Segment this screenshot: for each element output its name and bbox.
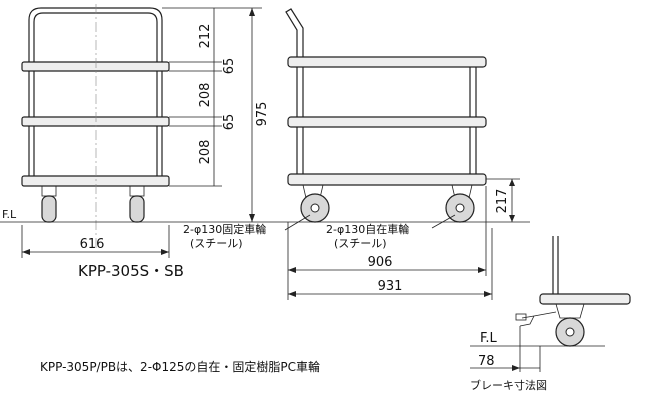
arrow-217-top bbox=[509, 179, 515, 186]
arrow-975-bot bbox=[249, 214, 255, 222]
dim-65-lower: 65 bbox=[222, 114, 237, 131]
front-wheel-left bbox=[41, 195, 57, 223]
brake-hub bbox=[565, 327, 575, 337]
front-shelf-top bbox=[21, 61, 170, 72]
front-wheel-right bbox=[129, 195, 145, 223]
model-label: KPP-305S・SB bbox=[78, 262, 184, 280]
front-handle-inner bbox=[33, 12, 158, 62]
side-shelf-bottom bbox=[287, 173, 487, 186]
arrow-906-left bbox=[288, 267, 296, 273]
dim-931: 931 bbox=[378, 279, 403, 294]
dim-217: 217 bbox=[495, 189, 510, 214]
brake-shelf bbox=[539, 293, 631, 305]
side-hub-right bbox=[455, 203, 465, 213]
brake-caster-bracket bbox=[555, 303, 585, 319]
dim-616: 616 bbox=[80, 237, 105, 252]
front-shelf-bottom bbox=[21, 175, 170, 187]
swivel-caster-material: (スチール) bbox=[334, 237, 387, 250]
side-shelf-top bbox=[287, 56, 487, 68]
dim-208-lower: 208 bbox=[198, 140, 213, 165]
arrow-616-right bbox=[161, 249, 169, 255]
front-floor-label: F.L bbox=[2, 208, 17, 221]
brake-pedal-tip bbox=[515, 313, 527, 321]
fixed-caster-material: (スチール) bbox=[190, 237, 243, 250]
resin-caster-note: KPP-305P/PBは、2-Φ125の自在・固定樹脂PC車輪 bbox=[40, 359, 320, 374]
dim-208-upper: 208 bbox=[198, 83, 213, 108]
dim-975: 975 bbox=[255, 102, 270, 127]
arrow-78 bbox=[512, 365, 520, 371]
arrow-931-right bbox=[484, 291, 492, 297]
dim-906: 906 bbox=[368, 255, 393, 270]
leader-swivel-caster bbox=[431, 214, 456, 229]
side-hub-left bbox=[310, 203, 320, 213]
arrow-217-bot bbox=[509, 215, 515, 222]
dim-65-upper: 65 bbox=[222, 58, 237, 75]
front-shelf-middle bbox=[21, 116, 170, 127]
dim-78: 78 bbox=[478, 354, 495, 369]
front-caster-bracket-right bbox=[129, 185, 145, 197]
front-caster-bracket-left bbox=[41, 185, 57, 197]
arrow-975-top bbox=[249, 8, 255, 16]
leader-fixed-caster bbox=[284, 214, 311, 231]
arrow-906-right bbox=[478, 267, 486, 273]
front-view: F.L 212 65 208 65 208 975 616 KPP-305S・S… bbox=[0, 4, 270, 280]
arrow-931-left bbox=[288, 291, 296, 297]
side-view: 217 2-φ130固定車輪 (スチール) 2-φ130自在車輪 (スチール) … bbox=[183, 8, 530, 300]
swivel-caster-label: 2-φ130自在車輪 bbox=[326, 222, 409, 236]
front-handle bbox=[28, 7, 163, 62]
brake-caption: ブレーキ寸法図 bbox=[470, 378, 547, 392]
arrow-616-left bbox=[22, 249, 30, 255]
side-handle bbox=[285, 8, 304, 62]
brake-floor-label: F.L bbox=[480, 331, 498, 346]
fixed-caster-label: 2-φ130固定車輪 bbox=[183, 222, 266, 236]
dim-212: 212 bbox=[198, 24, 213, 49]
brake-detail: F.L 78 ブレーキ寸法図 bbox=[470, 236, 631, 392]
side-shelf-middle bbox=[287, 116, 487, 128]
